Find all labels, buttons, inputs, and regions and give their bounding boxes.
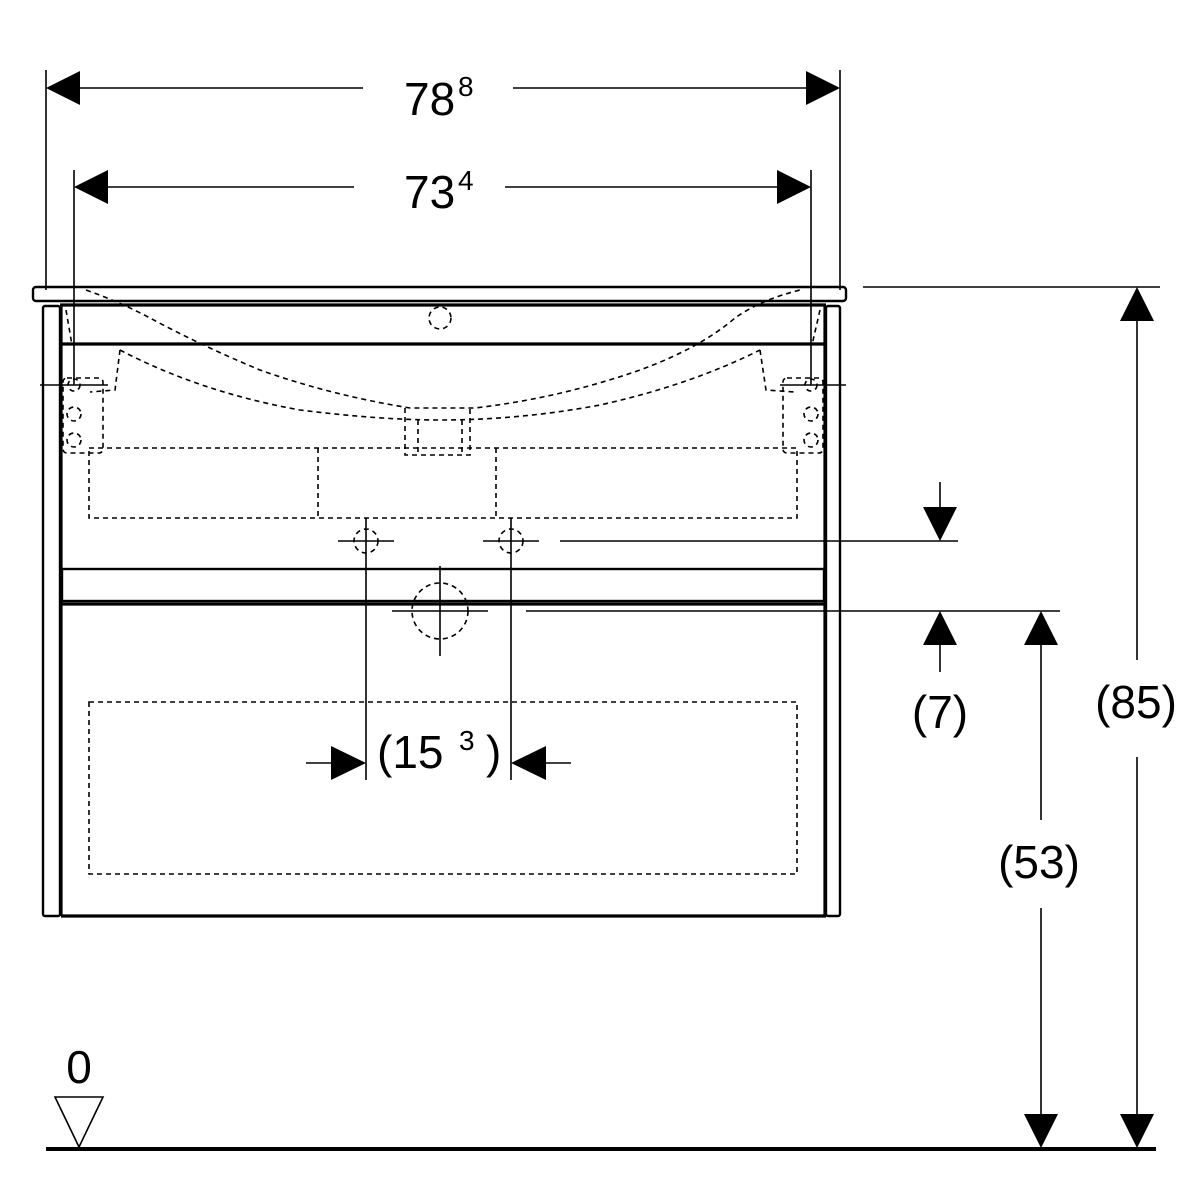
level-triangle-icon bbox=[53, 1096, 105, 1149]
small-offset-label: (7) bbox=[912, 686, 968, 738]
arrowhead-down bbox=[1120, 1114, 1154, 1148]
supply-hole-icon bbox=[498, 528, 524, 554]
small-offset-dimension: (7) bbox=[526, 482, 1060, 738]
floor-level: 0 bbox=[46, 1041, 1156, 1151]
total-height-dimension: (85) bbox=[863, 286, 1177, 1148]
arrowhead-right bbox=[331, 746, 366, 780]
overall-width-superscript: 8 bbox=[458, 71, 474, 102]
drain-spacing-close: ) bbox=[486, 726, 501, 778]
overflow-hole-icon bbox=[428, 306, 452, 330]
arrowhead-up bbox=[1120, 287, 1154, 321]
arrowhead-left bbox=[46, 71, 80, 105]
drain-spacing-dimension: (15 3 ) bbox=[306, 725, 571, 780]
drawer-front-rail bbox=[60, 567, 826, 603]
arrowhead-down bbox=[1024, 1114, 1058, 1148]
left-hanger-bracket bbox=[40, 377, 108, 454]
supply-hole-icon bbox=[353, 528, 379, 554]
washbasin-top bbox=[31, 285, 848, 307]
arrowhead-up bbox=[923, 611, 957, 645]
floor-level-label: 0 bbox=[66, 1041, 92, 1093]
left-side-panel bbox=[41, 304, 62, 918]
arrowhead-left bbox=[74, 170, 108, 204]
water-supply-right bbox=[483, 518, 539, 780]
inner-width-superscript: 4 bbox=[458, 165, 474, 196]
overall-width-dimension: 78 8 bbox=[45, 70, 841, 290]
drain-spacing-label: (15 bbox=[377, 726, 443, 778]
arrowhead-left bbox=[511, 746, 546, 780]
drain-point bbox=[392, 566, 488, 656]
arrowhead-down bbox=[923, 507, 957, 541]
drain-hole-icon bbox=[411, 582, 469, 640]
overall-width-label: 78 bbox=[404, 73, 455, 125]
lower-drawer-hidden bbox=[88, 701, 798, 875]
basin-hidden-outline bbox=[65, 289, 821, 456]
drain-spacing-superscript: 3 bbox=[459, 725, 475, 756]
right-hanger-bracket bbox=[780, 377, 846, 454]
height-to-panel-dimension: (53) bbox=[998, 611, 1080, 1148]
total-height-label: (85) bbox=[1095, 676, 1177, 728]
arrowhead-right bbox=[806, 71, 840, 105]
water-supply-left bbox=[338, 518, 394, 780]
inner-width-dimension: 73 4 bbox=[73, 165, 812, 385]
upper-drawer-hidden bbox=[88, 447, 798, 519]
arrowhead-right bbox=[777, 170, 811, 204]
inner-width-label: 73 bbox=[404, 166, 455, 218]
arrowhead-up bbox=[1024, 611, 1058, 645]
height-to-panel-label: (53) bbox=[998, 836, 1080, 888]
